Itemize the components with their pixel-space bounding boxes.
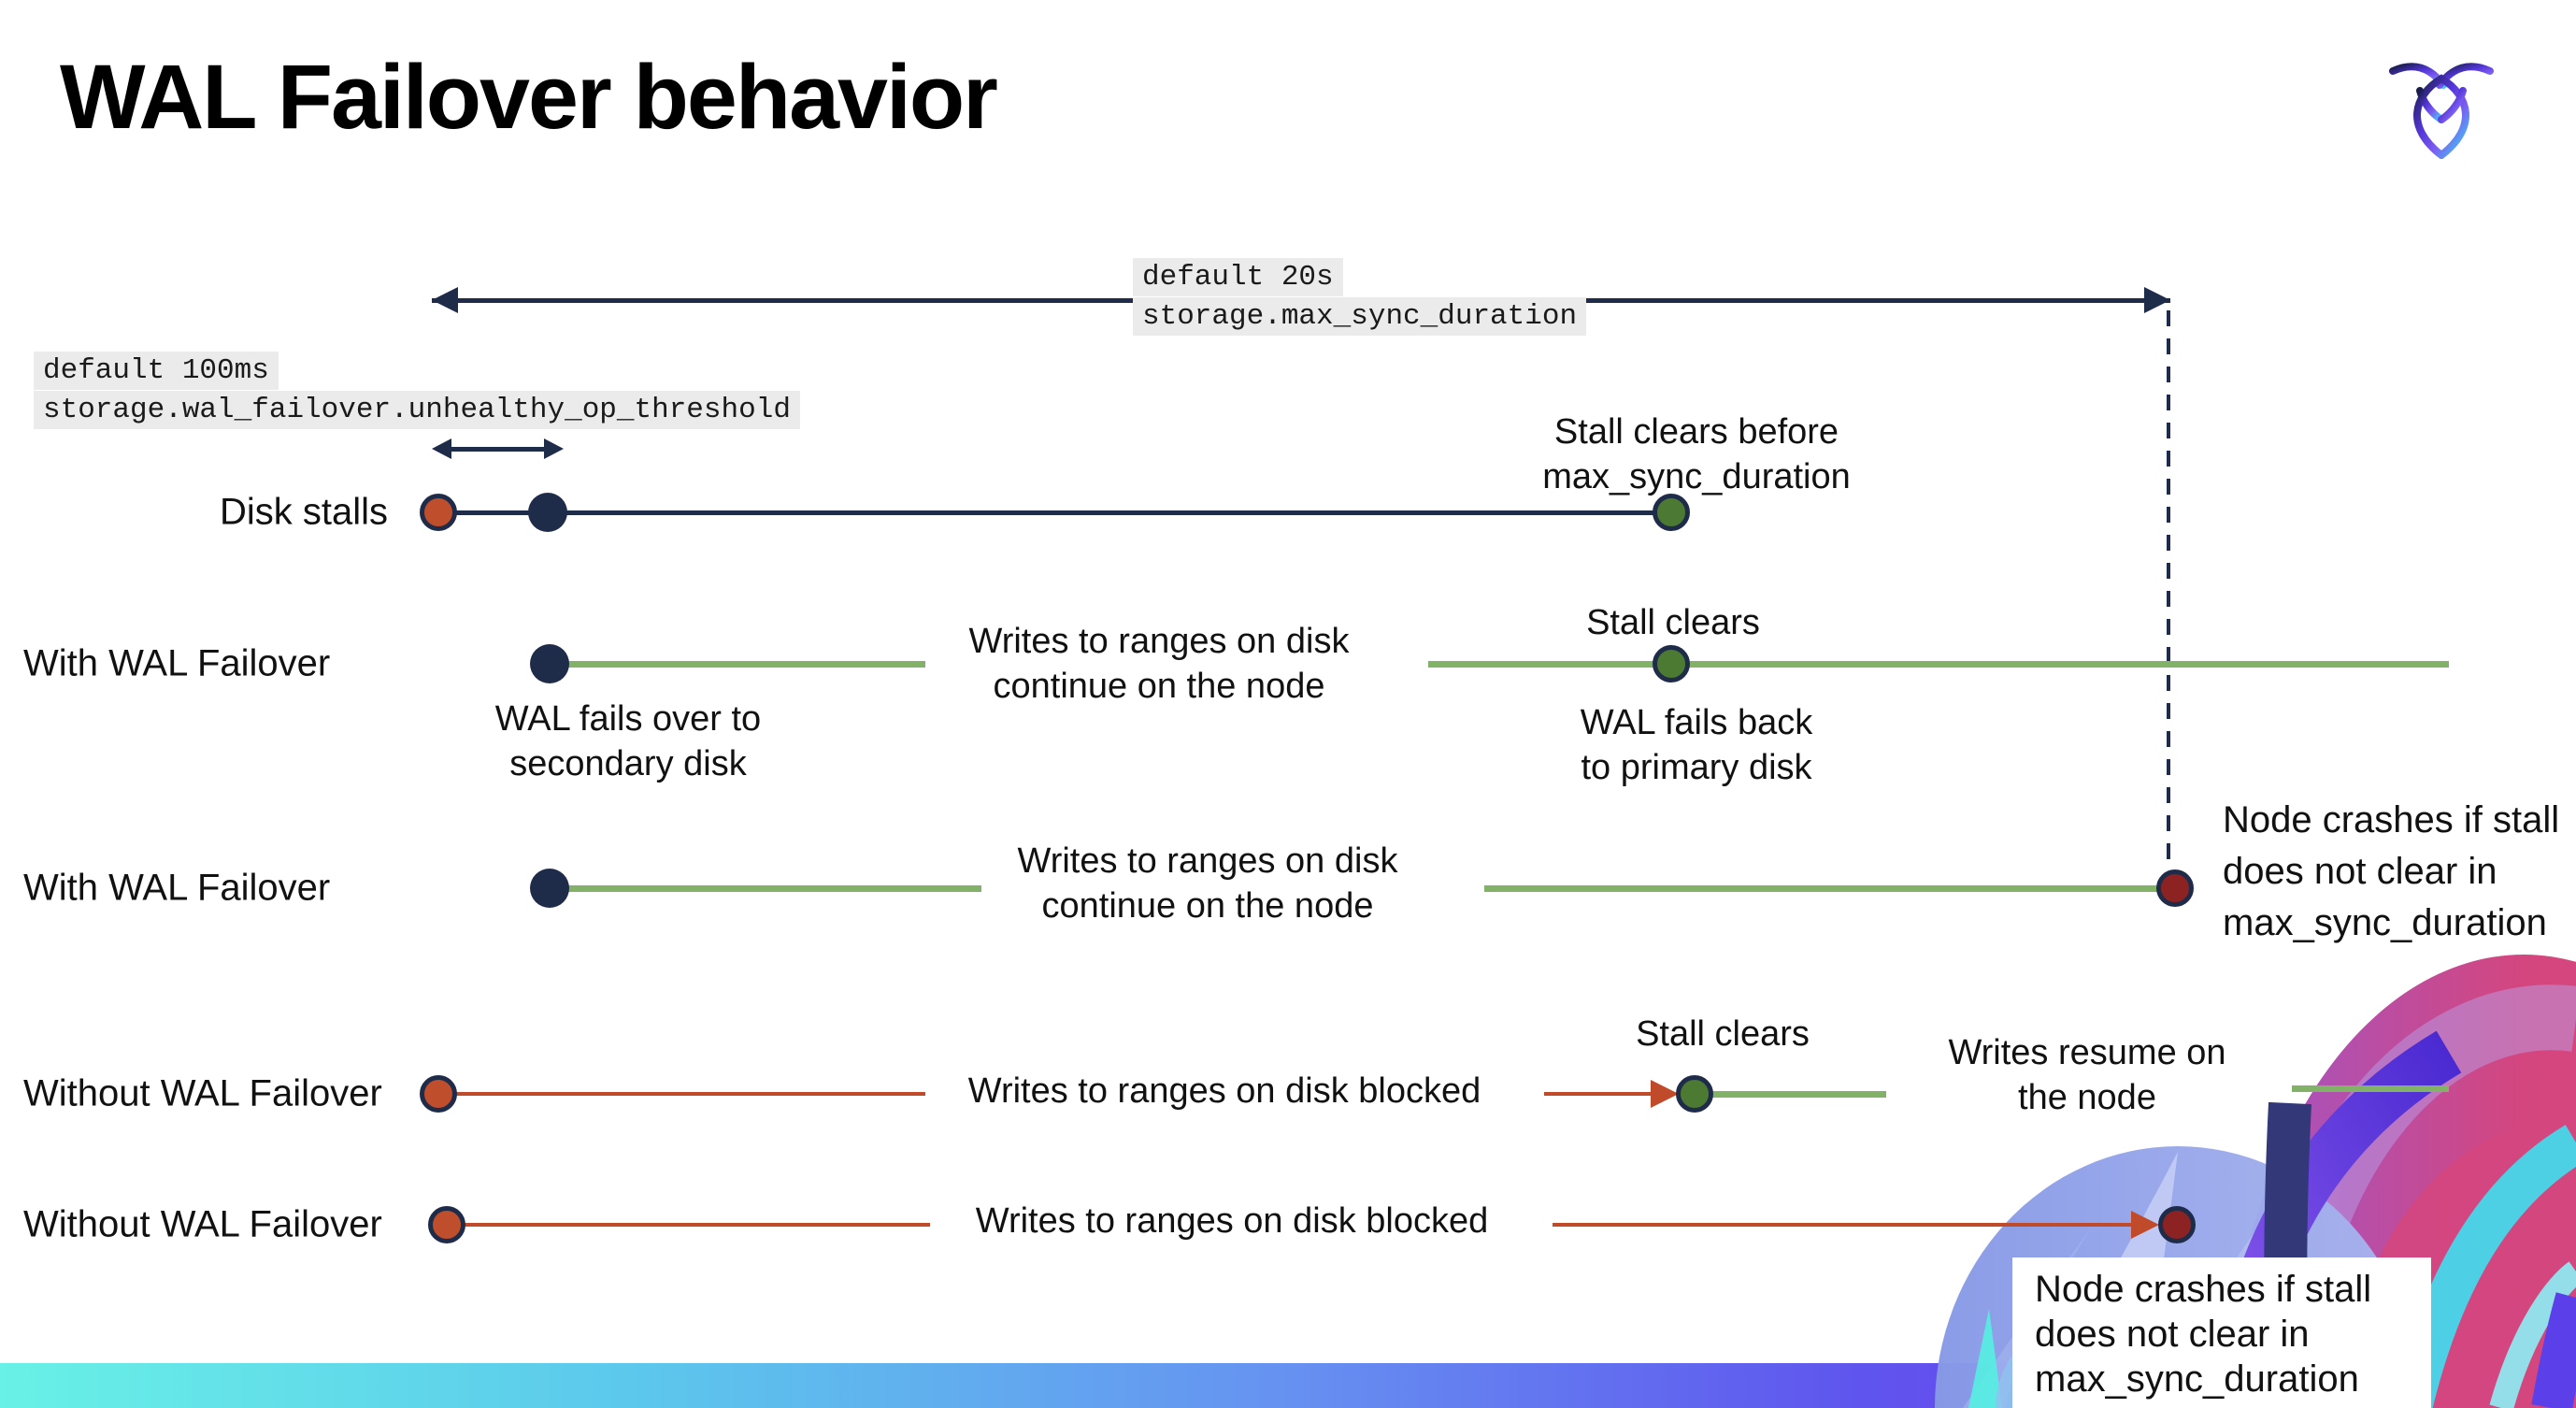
writes-blocked-line [447, 1223, 930, 1227]
writes-blocked-line [1553, 1223, 2137, 1227]
writes-continue-note: Writes to ranges on disk continue on the… [968, 622, 1350, 706]
stall-clears-dot [1653, 494, 1690, 531]
writes-continue-line [550, 885, 981, 892]
row-label-with-wal-failover: With WAL Failover [23, 642, 331, 684]
stall-clears-dot [1653, 645, 1690, 682]
writes-blocked-note: Writes to ranges on disk blocked [967, 1071, 1481, 1111]
node-crash-dot [2158, 1206, 2196, 1243]
arrowhead-right-icon [2144, 287, 2170, 313]
writes-resume-note: Writes resume on the node [1948, 1033, 2226, 1117]
failover-dot [530, 869, 569, 908]
arrowhead-left-icon [432, 287, 458, 313]
cockroachdb-logo-icon [2389, 63, 2494, 159]
row-label-disk-stalls: Disk stalls [219, 491, 388, 533]
node-crash-dot [2156, 869, 2194, 907]
writes-continue-line [1428, 661, 2449, 668]
node-crashes-callout: Node crashes if stall does not clear in … [2012, 1257, 2431, 1408]
wal-fails-over-note: WAL fails over to secondary disk [494, 699, 762, 783]
stall-start-dot [420, 494, 457, 531]
stall-clears-dot [1676, 1075, 1713, 1113]
stall-start-dot [428, 1206, 465, 1243]
writes-continue-line [1484, 885, 2167, 892]
writes-resume-line [2292, 1085, 2449, 1092]
writes-resume-line [1711, 1091, 1886, 1098]
stall-clears-note: Stall clears [1586, 603, 1760, 642]
writes-continue-line [550, 661, 925, 668]
writes-blocked-line [1544, 1092, 1656, 1096]
red-arrowhead-icon [1651, 1080, 1679, 1108]
disk-stall-timeline [438, 510, 1671, 515]
max-sync-deadline-dashed-line [2167, 310, 2170, 871]
setting-chip-max-sync-default: default 20s [1133, 258, 1343, 296]
threshold-reached-dot [528, 493, 567, 532]
stall-start-dot [420, 1075, 457, 1113]
node-crashes-note: Node crashes if stall does not clear in … [2223, 799, 2560, 943]
row-label-with-wal-failover: With WAL Failover [23, 867, 331, 909]
stall-clears-before-note: Stall clears before max_sync_duration [1542, 412, 1851, 496]
wal-fails-back-note: WAL fails back to primary disk [1580, 703, 1813, 787]
row-label-without-wal-failover: Without WAL Failover [23, 1072, 382, 1114]
row-label-without-wal-failover: Without WAL Failover [23, 1203, 382, 1245]
writes-blocked-line [438, 1092, 925, 1096]
red-arrowhead-icon [2131, 1211, 2159, 1239]
writes-continue-note: Writes to ranges on disk continue on the… [1017, 841, 1398, 926]
unhealthy-threshold-span-line [447, 447, 550, 452]
arrowhead-left-icon [432, 438, 451, 459]
page-title: WAL Failover behavior [60, 46, 998, 148]
setting-chip-unhealthy-name: storage.wal_failover.unhealthy_op_thresh… [34, 391, 800, 429]
node-crashes-note: Node crashes if stall does not clear in … [2035, 1269, 2372, 1400]
stall-clears-note: Stall clears [1636, 1014, 1810, 1054]
arrowhead-right-icon [544, 438, 564, 459]
setting-chip-max-sync-name: storage.max_sync_duration [1133, 297, 1587, 336]
setting-chip-unhealthy-default: default 100ms [34, 352, 279, 390]
failover-dot [530, 644, 569, 683]
writes-blocked-note: Writes to ranges on disk blocked [975, 1201, 1489, 1241]
